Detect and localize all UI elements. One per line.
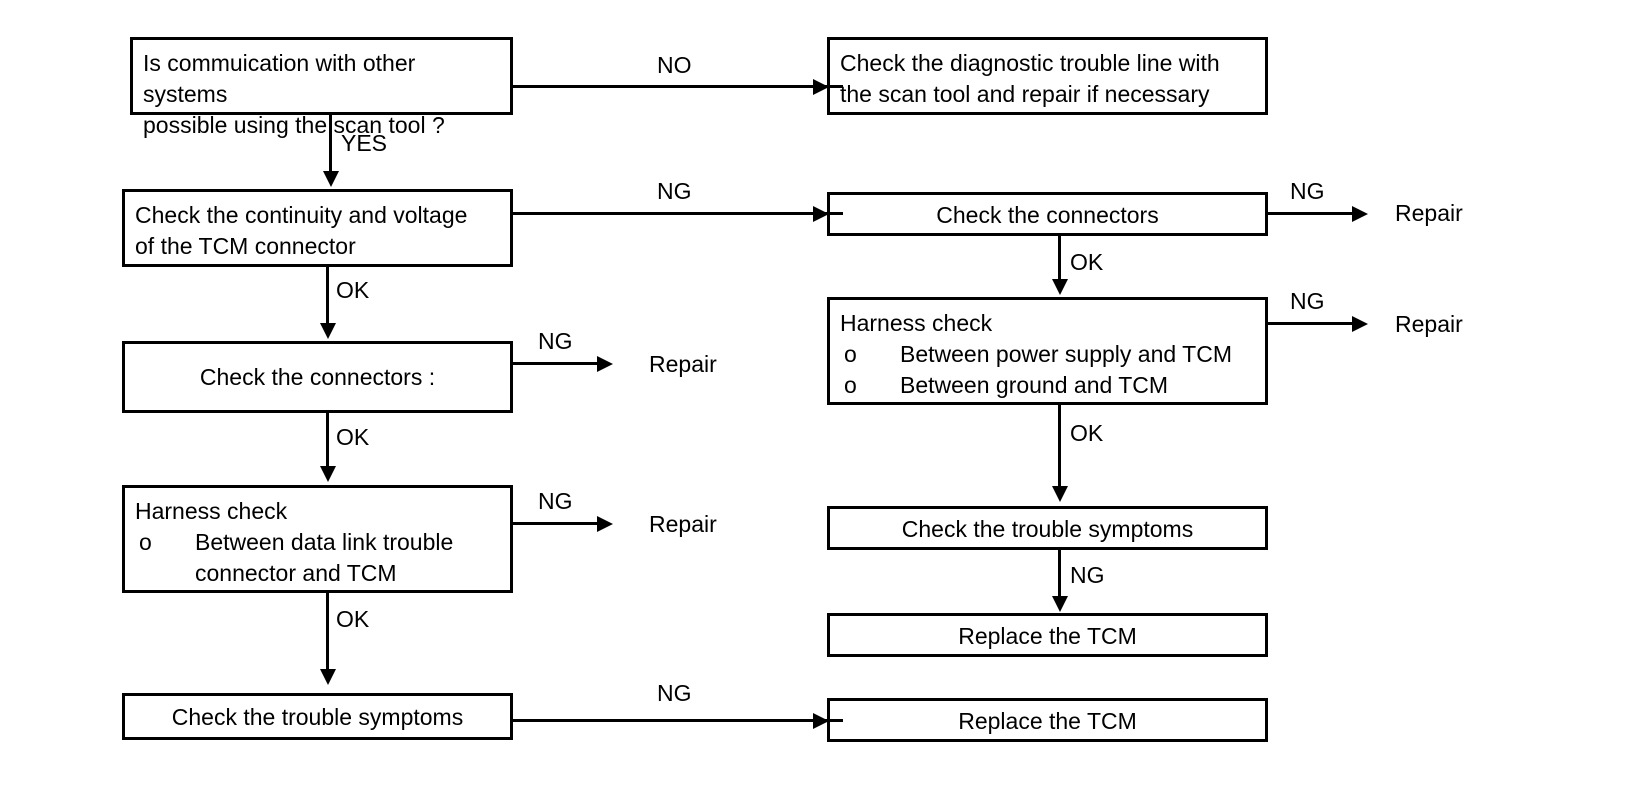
- edge-yes-arrowhead-icon: [323, 171, 339, 187]
- terminal-repair-2: Repair: [1395, 311, 1463, 337]
- edge-label-ng-symptoms-right: NG: [1070, 562, 1105, 588]
- edge-ok-continuity-arrowhead-icon: [320, 323, 336, 339]
- box-harness-check-left-content: Harness check o Between data link troubl…: [135, 496, 504, 589]
- terminal-repair-3: Repair: [649, 351, 717, 377]
- harness-left-bullet-1: o Between data link trouble connector an…: [135, 527, 504, 589]
- edge-ng-connectors-right-arrowhead-icon: [1352, 206, 1368, 222]
- edge-ok-connectors-right-line: [1058, 236, 1061, 281]
- terminal-repair-4: Repair: [649, 511, 717, 537]
- harness-left-bullet-1-label: Between data link trouble connector and …: [195, 529, 454, 586]
- edge-ng-symptoms-right-line: [1058, 550, 1061, 598]
- box-check-trouble-symptoms-right[interactable]: Check the trouble symptoms: [827, 506, 1268, 550]
- box-question-communication[interactable]: Is commuication with other systems possi…: [130, 37, 513, 138]
- box-replace-tcm-right[interactable]: Replace the TCM: [827, 613, 1268, 657]
- terminal-repair-1: Repair: [1395, 200, 1463, 226]
- edge-ok-continuity-line: [326, 267, 329, 325]
- box-check-connectors-left[interactable]: Check the connectors :: [122, 341, 513, 413]
- edge-label-yes-1: YES: [341, 130, 388, 156]
- bullet-marker-icon: o: [844, 372, 857, 398]
- box-check-continuity-voltage-label: Check the continuity and voltage of the …: [135, 202, 468, 259]
- box-harness-check-left[interactable]: Harness check o Between data link troubl…: [122, 485, 513, 593]
- edge-ng-continuity-line: [513, 212, 843, 215]
- harness-left-heading: Harness check: [135, 498, 288, 524]
- edge-label-no-1: NO: [657, 52, 692, 78]
- box-check-connectors-right-label: Check the connectors: [936, 202, 1159, 228]
- edge-ng-symptoms-left-arrowhead-icon: [813, 713, 829, 729]
- edge-ok-harness-left-arrowhead-icon: [320, 669, 336, 685]
- box-check-trouble-symptoms-right-label: Check the trouble symptoms: [901, 516, 1194, 542]
- edge-ng-harness-left-arrowhead-icon: [597, 516, 613, 532]
- bullet-marker-icon: o: [139, 529, 152, 555]
- box-harness-check-right-content: Harness check o Between power supply and…: [840, 308, 1259, 401]
- edge-label-ng-connectors-left: NG: [538, 328, 573, 354]
- edge-label-ok-continuity: OK: [336, 277, 370, 303]
- edge-label-ok-connectors-right: OK: [1070, 249, 1104, 275]
- harness-right-bullet-2: o Between ground and TCM: [840, 370, 1259, 401]
- edge-yes-line: [329, 115, 332, 173]
- edge-ok-harness-left-line: [326, 593, 329, 671]
- edge-ng-harness-left-line: [513, 522, 601, 525]
- harness-right-heading: Harness check: [840, 310, 993, 336]
- edge-ng-symptoms-right-arrowhead-icon: [1052, 596, 1068, 612]
- harness-right-bullet-2-label: Between ground and TCM: [900, 372, 1169, 398]
- edge-label-ng-connectors-right: NG: [1290, 178, 1325, 204]
- edge-ng-connectors-left-arrowhead-icon: [597, 356, 613, 372]
- edge-ng-harness-right-arrowhead-icon: [1352, 316, 1368, 332]
- edge-label-ng-harness-right: NG: [1290, 288, 1325, 314]
- edge-label-ok-harness-left: OK: [336, 606, 370, 632]
- edge-label-ok-connectors-left: OK: [336, 424, 370, 450]
- edge-ok-connectors-right-arrowhead-icon: [1052, 279, 1068, 295]
- edge-ng-symptoms-left-line: [513, 719, 843, 722]
- box-check-continuity-voltage[interactable]: Check the continuity and voltage of the …: [122, 189, 513, 267]
- box-replace-tcm-left[interactable]: Replace the TCM: [827, 698, 1268, 742]
- box-question-communication-label: Is commuication with other systems possi…: [143, 50, 445, 138]
- edge-label-ng-harness-left: NG: [538, 488, 573, 514]
- edge-label-ng-symptoms-left: NG: [657, 680, 692, 706]
- edge-ng-harness-right-line: [1268, 322, 1356, 325]
- edge-no-line: [513, 85, 843, 88]
- harness-right-bullet-1-label: Between power supply and TCM: [900, 341, 1232, 367]
- bullet-marker-icon: o: [844, 341, 857, 367]
- edge-ng-connectors-left-line: [513, 362, 601, 365]
- edge-label-ok-harness-right: OK: [1070, 420, 1104, 446]
- edge-ok-harness-right-arrowhead-icon: [1052, 486, 1068, 502]
- box-check-connectors-left-label: Check the connectors :: [199, 364, 436, 390]
- box-harness-check-right[interactable]: Harness check o Between power supply and…: [827, 297, 1268, 405]
- edge-ok-connectors-left-line: [326, 413, 329, 468]
- edge-ng-continuity-arrowhead-icon: [813, 206, 829, 222]
- edge-ok-connectors-left-arrowhead-icon: [320, 466, 336, 482]
- edge-ok-harness-right-line: [1058, 405, 1061, 488]
- box-check-connectors-right[interactable]: Check the connectors: [827, 192, 1268, 236]
- box-check-diagnostic-trouble-line[interactable]: Check the diagnostic trouble line with t…: [827, 37, 1268, 115]
- box-check-trouble-symptoms-left[interactable]: Check the trouble symptoms: [122, 693, 513, 740]
- box-check-diagnostic-trouble-line-label: Check the diagnostic trouble line with t…: [840, 50, 1220, 107]
- box-replace-tcm-right-label: Replace the TCM: [958, 623, 1137, 649]
- edge-label-ng-continuity: NG: [657, 178, 692, 204]
- harness-right-bullet-1: o Between power supply and TCM: [840, 339, 1259, 370]
- box-replace-tcm-left-label: Replace the TCM: [958, 708, 1137, 734]
- edge-no-arrowhead-icon: [813, 79, 829, 95]
- box-check-trouble-symptoms-left-label: Check the trouble symptoms: [171, 704, 464, 730]
- edge-ng-connectors-right-line: [1268, 212, 1356, 215]
